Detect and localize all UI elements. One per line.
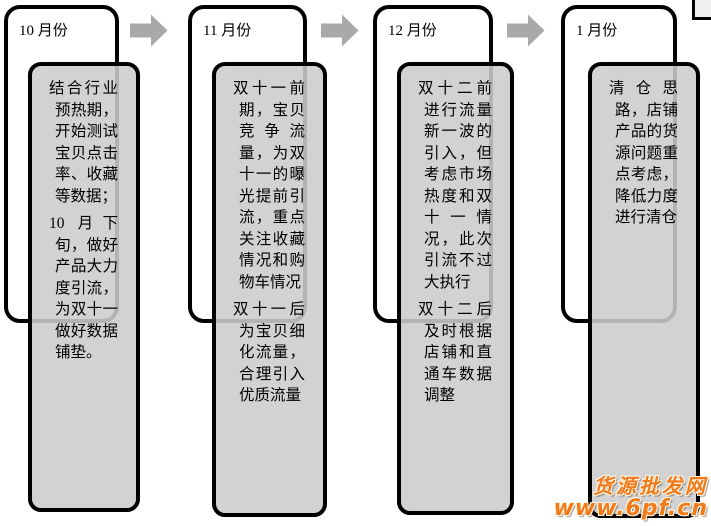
content-paragraph: 双十一前期，宝贝竞争流量，为双十一的曝光提前引流，重点关注收藏情况和购物车情况 xyxy=(233,80,305,291)
content-box-november: 双十一前期，宝贝竞争流量，为双十一的曝光提前引流，重点关注收藏情况和购物车情况 … xyxy=(212,62,327,517)
content-box-october: 结合行业预热期，开始测试宝贝点击率、收藏等数据； 10 月下旬，做好产品大力度引… xyxy=(28,62,140,512)
arrow-right-icon xyxy=(507,14,545,47)
content-paragraph: 10 月下旬，做好产品大力度引流，为双十一做好数据铺垫。 xyxy=(49,215,118,361)
watermark-site-name: 货源批发网 xyxy=(593,473,708,498)
content-box-december: 双十二前进行流量新一波的引入，但考虑市场热度和双十一情况，此次引流不过大执行 双… xyxy=(397,62,514,515)
content-paragraph: 结合行业预热期，开始测试宝贝点击率、收藏等数据； xyxy=(49,80,118,205)
arrow-right-icon xyxy=(321,14,359,47)
watermark-site-url: www.6pf.cn xyxy=(553,495,708,521)
content-paragraph: 双十二后及时根据店铺和直通车数据调整 xyxy=(418,301,492,404)
arrow-right-icon xyxy=(130,14,168,47)
month-label: 11 月份 xyxy=(203,23,252,39)
month-label: 10 月份 xyxy=(19,23,68,39)
content-box-january: 清仓思路，店铺产品的货源问题重点考虑，降低力度进行清仓 xyxy=(588,62,700,518)
month-label: 12 月份 xyxy=(388,23,437,39)
content-paragraph: 双十二前进行流量新一波的引入，但考虑市场热度和双十一情况，此次引流不过大执行 xyxy=(418,80,492,291)
content-paragraph: 双十一后为宝贝细化流量，合理引入优质流量 xyxy=(233,301,305,404)
clipped-box xyxy=(692,0,711,20)
content-paragraph: 清仓思路，店铺产品的货源问题重点考虑，降低力度进行清仓 xyxy=(609,80,678,226)
watermark: 货源批发网 www.6pf.cn xyxy=(553,473,708,521)
month-label: 1 月份 xyxy=(576,23,618,39)
